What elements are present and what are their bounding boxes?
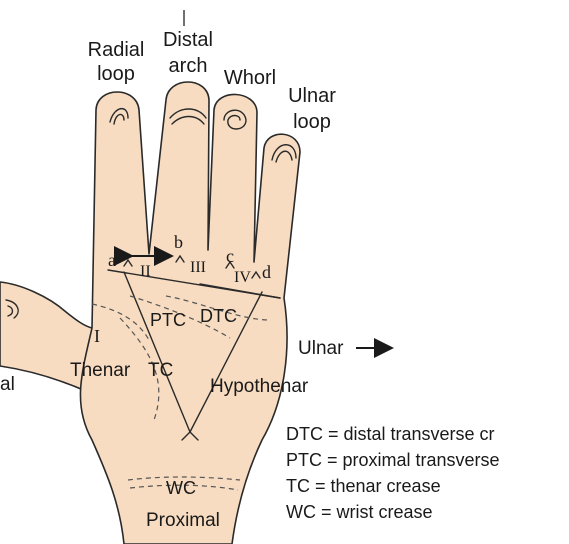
label-area-iii: III: [190, 259, 206, 276]
label-ulnar-direction: Ulnar: [298, 338, 344, 359]
label-distal: Distal: [163, 29, 213, 51]
label-point-b: b: [174, 232, 183, 252]
label-ptc: PTC: [150, 310, 186, 330]
label-radial-loop: loop: [97, 63, 135, 85]
label-tc: TC: [148, 360, 173, 381]
label-distal-arch: arch: [169, 55, 208, 77]
legend-item: TC = thenar crease: [286, 476, 441, 496]
label-point-a: a: [108, 250, 116, 270]
label-dtc: DTC: [200, 306, 237, 326]
label-area-i: I: [94, 326, 100, 346]
label-point-d: d: [262, 262, 271, 282]
legend-item: PTC = proximal transverse: [286, 450, 500, 470]
label-area-iv: IV: [234, 269, 251, 286]
label-proximal: Proximal: [146, 510, 220, 531]
legend-item: WC = wrist crease: [286, 502, 433, 522]
label-radial-cut: al: [0, 374, 15, 395]
label-thenar: Thenar: [70, 360, 131, 381]
legend-item: DTC = distal transverse cr: [286, 424, 495, 444]
label-ulnar-loop: loop: [293, 111, 331, 133]
palm-outline: [80, 82, 300, 544]
label-wc: WC: [166, 478, 196, 498]
label-area-ii: II: [140, 263, 151, 280]
label-point-c: c: [226, 246, 234, 266]
legend: DTC = distal transverse cr PTC = proxima…: [286, 424, 500, 522]
label-hypothenar: Hypothenar: [210, 376, 309, 397]
label-radial: Radial: [88, 39, 145, 61]
label-ulnar: Ulnar: [288, 85, 336, 107]
label-whorl: Whorl: [224, 67, 276, 89]
